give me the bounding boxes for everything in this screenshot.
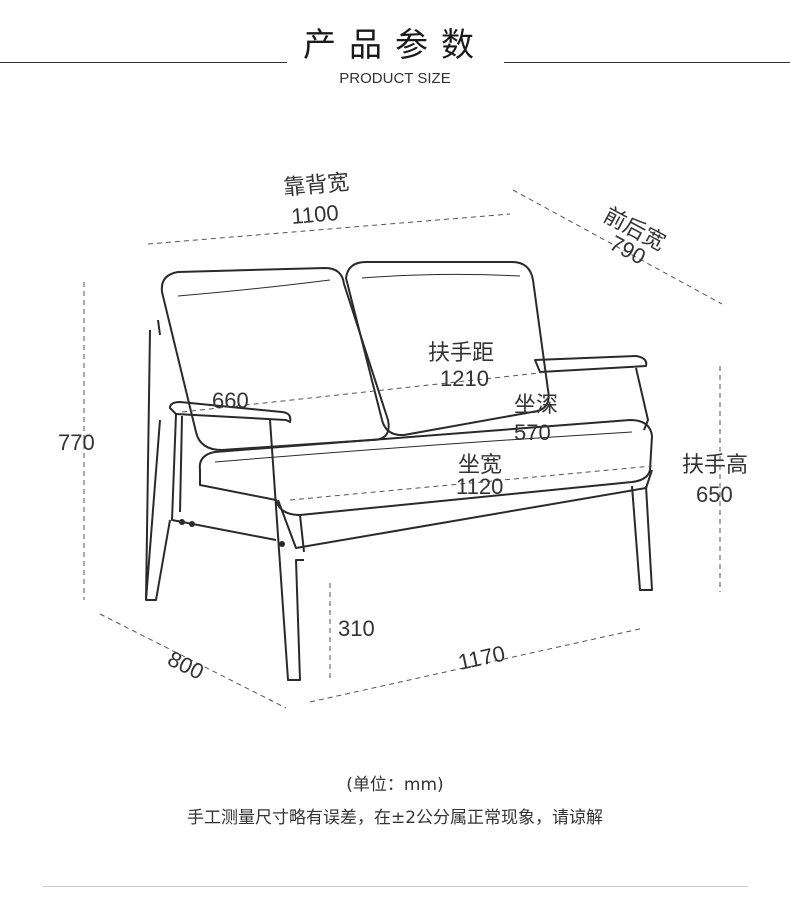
unit-note: (单位：mm) bbox=[346, 775, 444, 795]
label-seat-depth: 坐深 bbox=[514, 392, 558, 417]
value-seat-height: 310 bbox=[338, 616, 375, 641]
page-subtitle: PRODUCT SIZE bbox=[339, 70, 451, 87]
label-armrest-height: 扶手高 bbox=[682, 452, 748, 477]
overall-length-line bbox=[309, 627, 645, 703]
label-armrest-distance: 扶手距 bbox=[428, 340, 494, 365]
seat-width-line bbox=[289, 465, 653, 501]
bottom-divider bbox=[42, 886, 748, 887]
sofa-illustration bbox=[145, 261, 653, 681]
dimension-lines bbox=[83, 189, 723, 709]
value-overall-height: 770 bbox=[58, 430, 95, 455]
value-overall-length: 1170 bbox=[456, 641, 507, 675]
back-cushion-left bbox=[160, 267, 390, 451]
value-backrest-width: 1100 bbox=[290, 200, 339, 229]
overall-depth-line bbox=[99, 613, 287, 709]
backrest-width-line bbox=[147, 213, 511, 245]
value-armrest-distance: 1210 bbox=[440, 366, 489, 391]
header-rule-left bbox=[0, 62, 287, 63]
left-armrest bbox=[169, 401, 292, 423]
back-left-leg bbox=[145, 419, 171, 601]
sofa-drawing: 靠背宽 1100 前后宽 790 扶手距 1210 660 坐深 570 坐宽 … bbox=[58, 169, 748, 709]
back-cushion-right bbox=[345, 261, 550, 437]
value-armrest-depth: 660 bbox=[212, 388, 249, 413]
back-frame bbox=[145, 319, 161, 601]
right-armrest bbox=[534, 355, 648, 373]
armrest-distance-line bbox=[181, 371, 549, 413]
value-armrest-height: 650 bbox=[696, 482, 733, 507]
seat-rail bbox=[277, 469, 653, 549]
front-back-width-line bbox=[512, 189, 723, 305]
value-overall-depth: 800 bbox=[164, 646, 208, 685]
front-left-leg bbox=[269, 419, 304, 681]
seat-cushion bbox=[198, 419, 653, 516]
disclaimer-note: 手工测量尺寸略有误差，在±2公分属正常现象，请谅解 bbox=[186, 808, 604, 828]
label-backrest-width: 靠背宽 bbox=[282, 169, 350, 200]
header: 产品参数 PRODUCT SIZE bbox=[0, 0, 790, 100]
header-rule-right bbox=[504, 62, 790, 63]
front-right-leg bbox=[631, 485, 653, 591]
page-title: 产品参数 bbox=[303, 25, 487, 64]
value-seat-depth: 570 bbox=[514, 420, 551, 445]
label-seat-width: 坐宽 bbox=[458, 452, 502, 477]
value-seat-width: 1120 bbox=[456, 474, 503, 499]
